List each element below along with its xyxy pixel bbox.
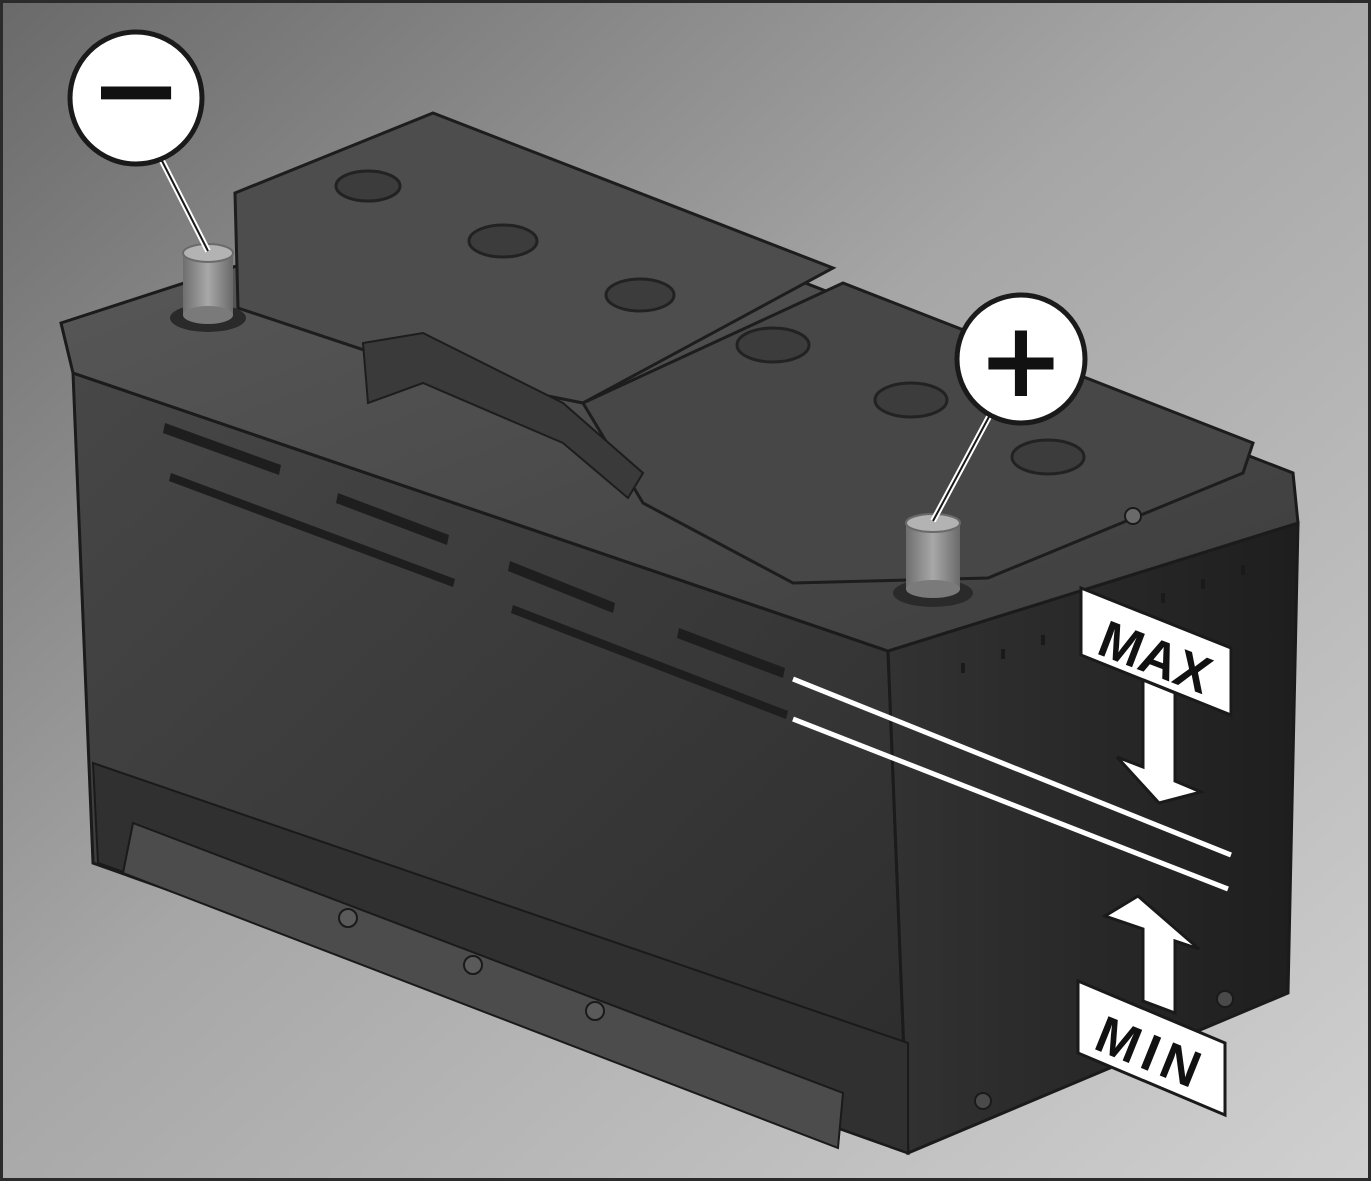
base-lug (1216, 990, 1234, 1008)
min-label-plate (1076, 978, 1227, 1118)
positive-callout: + (930, 292, 1088, 523)
vent-caps (334, 169, 1086, 476)
negative-terminal (170, 243, 246, 332)
base-lug (338, 908, 358, 928)
max-arrow-icon (1115, 677, 1206, 805)
battery-base-rail (121, 821, 845, 1150)
base-lug (585, 1001, 605, 1021)
positive-symbol: + (977, 299, 1064, 421)
min-level-line (792, 716, 1229, 892)
positive-terminal (893, 513, 973, 607)
level-tick-marks (961, 565, 1245, 673)
battery-diagram: − + MAX MIN (3, 3, 1368, 1178)
min-marker: MIN (1076, 894, 1227, 1118)
lid-hinge (361, 331, 645, 500)
base-lug (463, 955, 483, 975)
level-lines (792, 676, 1232, 892)
negative-symbol: − (89, 25, 183, 155)
min-arrow-icon (1101, 894, 1200, 1016)
max-level-line (792, 676, 1232, 858)
negative-callout: − (67, 25, 211, 253)
vent-slots (163, 423, 788, 719)
side-screw (1124, 507, 1142, 525)
base-lug (974, 1092, 992, 1110)
max-label-plate (1079, 585, 1233, 718)
